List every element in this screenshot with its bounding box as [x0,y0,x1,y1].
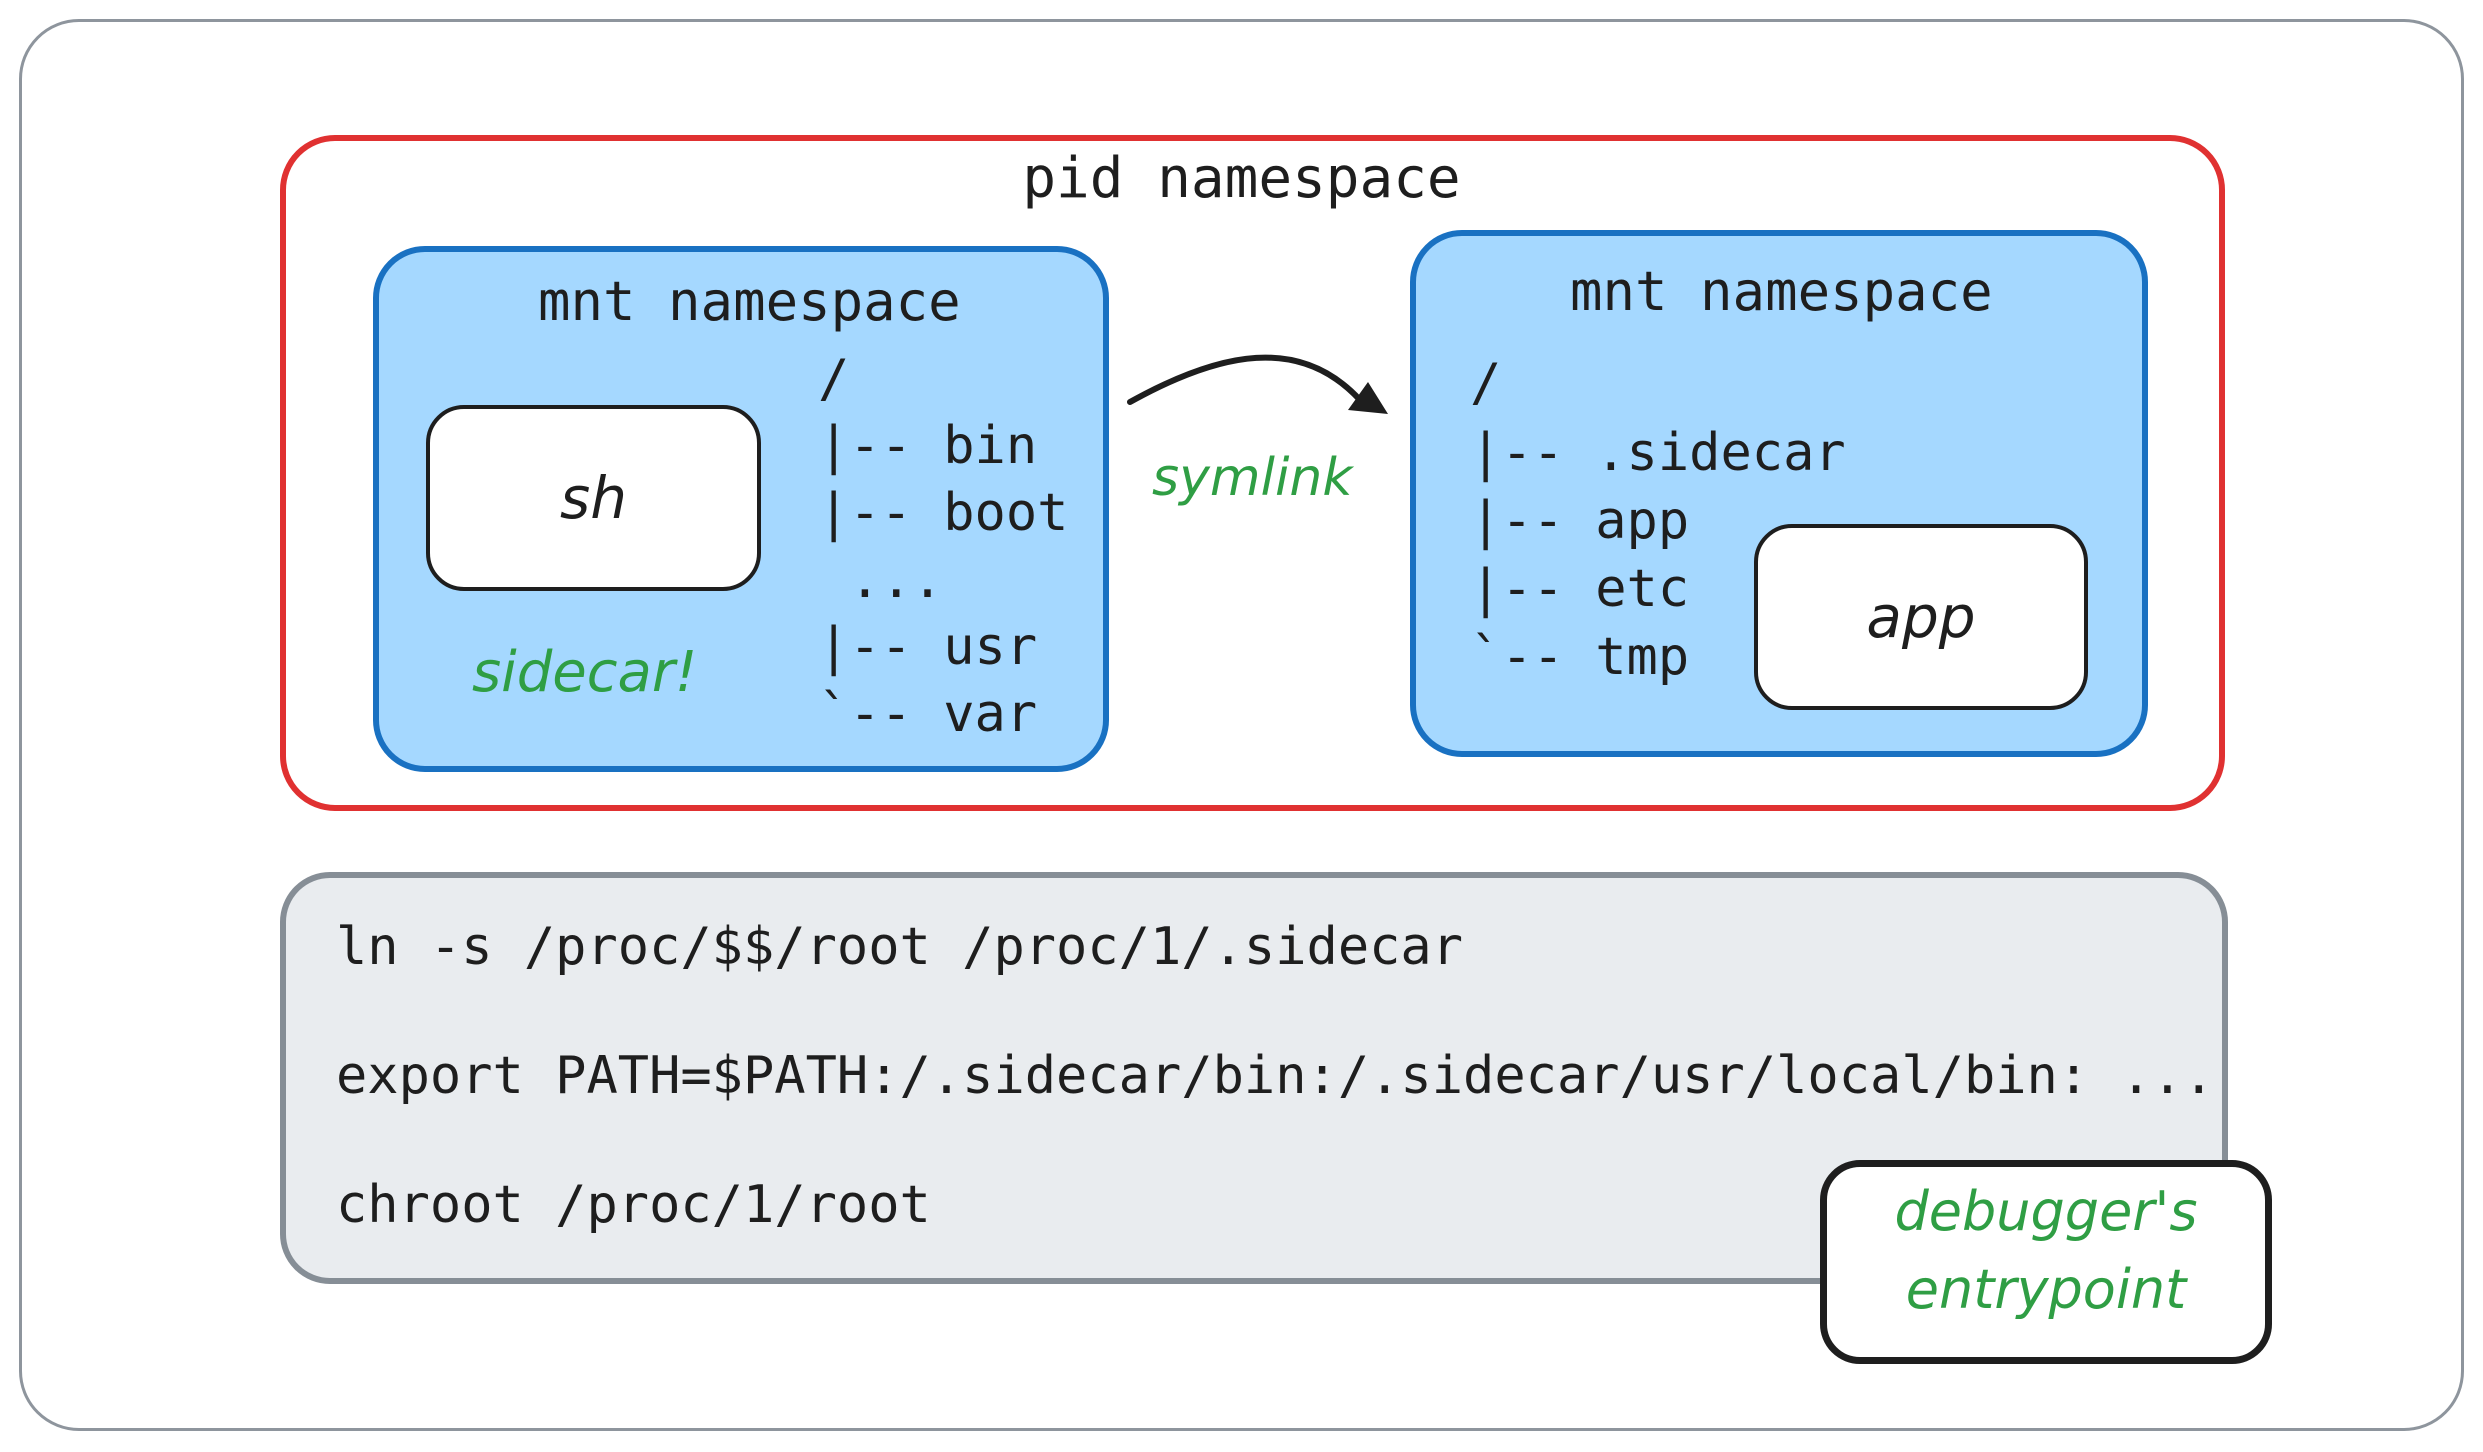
right-tree-line: |-- app [1470,491,1690,551]
left-tree-line: |-- boot [818,483,1069,543]
right-tree-line: |-- .sidecar [1470,423,1846,483]
command-line: export PATH=$PATH:/.sidecar/bin:/.sideca… [336,1046,2215,1106]
left-tree-line: |-- bin [818,416,1038,476]
sh-process-label: sh [560,464,627,532]
pid-namespace-box [280,135,2225,811]
sidecar-tag: sidecar! [472,640,698,705]
right-tree-line: |-- etc [1470,559,1690,619]
right-mnt-namespace-title: mnt namespace [1570,260,1993,323]
right-tree-line: `-- tmp [1470,627,1690,687]
entrypoint-note-box [1820,1160,2272,1364]
left-mnt-namespace-title: mnt namespace [538,270,961,333]
left-tree-line: |-- usr [818,617,1038,677]
entrypoint-note-line1: debugger's [1894,1180,2198,1243]
symlink-label: symlink [1152,448,1353,508]
pid-namespace-title: pid namespace [1022,146,1461,211]
app-process-box: app [1754,524,2088,710]
sh-process-box: sh [426,405,761,591]
left-tree-line: `-- var [818,684,1038,744]
entrypoint-note-line2: entrypoint [1905,1258,2187,1321]
command-line: ln -s /proc/$$/root /proc/1/.sidecar [336,917,1464,977]
left-tree-line: ... [818,550,944,610]
right-tree-line: / [1470,353,1502,413]
app-process-label: app [1866,583,1976,651]
command-line: chroot /proc/1/root [336,1175,931,1235]
left-tree-line: / [818,349,850,409]
